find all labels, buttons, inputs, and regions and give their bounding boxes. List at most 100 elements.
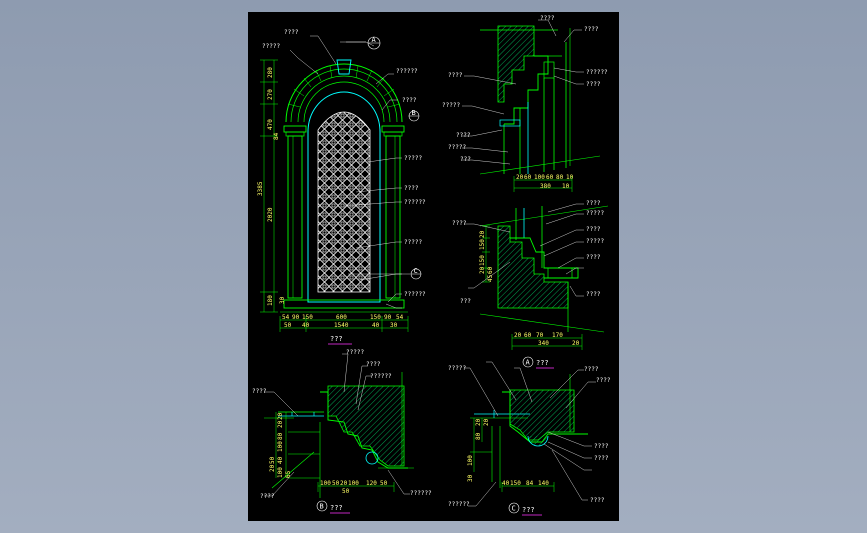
svg-text:40: 40 — [302, 322, 310, 329]
svg-text:????: ???? — [590, 497, 605, 504]
svg-text:40: 40 — [502, 480, 510, 487]
section-b: ???? ????? ???? ?????? ???? ?????? 20 20… — [252, 349, 432, 514]
svg-text:50: 50 — [284, 322, 292, 329]
svg-text:20: 20 — [340, 480, 348, 487]
elevation-title: ??? — [330, 335, 343, 343]
svg-text:??????: ?????? — [448, 501, 470, 508]
section-c-hatch — [509, 389, 575, 441]
elev-callout-9: ?????? — [404, 291, 426, 298]
svg-text:10: 10 — [566, 174, 574, 181]
svg-text:????: ???? — [252, 388, 267, 395]
svg-text:30: 30 — [467, 474, 474, 482]
svg-text:100: 100 — [320, 480, 331, 487]
marker-a-label: A — [372, 36, 377, 44]
svg-text:50: 50 — [332, 480, 340, 487]
left-column — [287, 135, 303, 299]
svg-text:2020: 2020 — [267, 207, 274, 222]
svg-text:470: 470 — [267, 119, 274, 130]
svg-text:20: 20 — [514, 332, 522, 339]
section-c-leaders — [464, 361, 596, 507]
elev-horizontal-dims-bottom: 50 40 1540 40 30 — [284, 322, 398, 329]
svg-text:50: 50 — [342, 488, 350, 495]
svg-text:150: 150 — [302, 314, 313, 321]
svg-text:??????: ?????? — [410, 490, 432, 497]
svg-text:??????: ?????? — [586, 69, 608, 76]
horizontal-dimension-lines — [279, 316, 409, 332]
svg-text:?????: ????? — [442, 102, 460, 109]
marker-b-label: B — [412, 109, 416, 117]
marker-c-label: C — [414, 267, 418, 275]
svg-text:????: ???? — [260, 493, 275, 500]
svg-text:20: 20 — [475, 418, 482, 426]
section-a-top-leaders — [462, 19, 584, 165]
svg-text:45: 45 — [487, 274, 494, 282]
svg-text:150: 150 — [510, 480, 521, 487]
svg-text:30: 30 — [279, 296, 286, 304]
svg-text:380: 380 — [540, 183, 551, 190]
arch-voussoirs — [287, 65, 401, 108]
elev-callout-2: ???? — [284, 29, 299, 36]
svg-text:40: 40 — [277, 456, 284, 464]
svg-text:84: 84 — [526, 480, 534, 487]
svg-text:150: 150 — [479, 255, 486, 266]
svg-text:20: 20 — [516, 174, 524, 181]
svg-text:70: 70 — [536, 332, 544, 339]
svg-text:40: 40 — [372, 322, 380, 329]
svg-text:270: 270 — [267, 89, 274, 100]
arch-band-1 — [290, 68, 398, 123]
svg-text:170: 170 — [552, 332, 563, 339]
svg-text:????: ???? — [586, 291, 601, 298]
section-b-hatch — [327, 385, 405, 467]
svg-text:???: ??? — [460, 156, 471, 163]
window-lattice — [317, 111, 371, 293]
svg-text:60: 60 — [487, 266, 494, 274]
section-a-bottom: 20 150 150 20 60 45 ???? ????? ???? ????… — [452, 200, 609, 369]
svg-text:20: 20 — [479, 230, 486, 238]
svg-text:80: 80 — [556, 174, 564, 181]
svg-text:180: 180 — [267, 295, 274, 306]
svg-text:20: 20 — [483, 418, 490, 426]
svg-text:90: 90 — [292, 314, 300, 321]
svg-text:????: ???? — [594, 455, 609, 462]
svg-text:20: 20 — [479, 266, 486, 274]
svg-text:100: 100 — [348, 480, 359, 487]
svg-text:????: ???? — [586, 254, 601, 261]
section-a-top: ???? ???? ???? ?????? ???? ????? ???? ??… — [442, 15, 608, 192]
svg-text:600: 600 — [336, 314, 347, 321]
svg-text:?????: ????? — [448, 144, 466, 151]
section-c-title: ??? — [522, 506, 535, 514]
svg-text:?????: ????? — [586, 238, 604, 245]
arch-band-3 — [303, 81, 385, 123]
arch-band-2 — [297, 75, 391, 123]
svg-text:????: ???? — [584, 26, 599, 33]
outer-arch — [285, 63, 403, 123]
elevation-view: A B C ????? ???? ?????? ???? ????? ???? … — [257, 29, 426, 345]
svg-text:????: ???? — [586, 200, 601, 207]
elevation-leaders — [289, 35, 402, 309]
svg-text:????: ???? — [448, 72, 463, 79]
svg-text:????: ???? — [540, 15, 555, 22]
svg-text:20: 20 — [572, 340, 580, 347]
window-sill — [283, 299, 405, 309]
drawing-sheet: A B C ????? ???? ?????? ???? ????? ???? … — [248, 12, 619, 521]
svg-text:60: 60 — [524, 174, 532, 181]
elev-callout-1: ????? — [262, 43, 280, 50]
svg-text:3385: 3385 — [257, 181, 264, 196]
svg-text:50: 50 — [269, 456, 276, 464]
svg-text:????: ???? — [452, 220, 467, 227]
svg-text:??????: ?????? — [370, 373, 392, 380]
svg-text:280: 280 — [267, 67, 274, 78]
svg-text:20: 20 — [269, 464, 276, 472]
svg-text:20: 20 — [277, 420, 284, 428]
section-marker-b: B — [408, 109, 420, 122]
svg-text:80: 80 — [277, 432, 284, 440]
elev-callout-3: ?????? — [396, 68, 418, 75]
svg-text:???: ??? — [460, 298, 471, 305]
svg-text:90: 90 — [384, 314, 392, 321]
svg-text:10: 10 — [562, 183, 570, 190]
svg-text:54: 54 — [282, 314, 290, 321]
section-a-title: ??? — [536, 359, 549, 367]
vertical-dimension-lines — [260, 59, 278, 313]
elev-callout-4: ???? — [402, 97, 417, 104]
right-column — [385, 135, 401, 299]
